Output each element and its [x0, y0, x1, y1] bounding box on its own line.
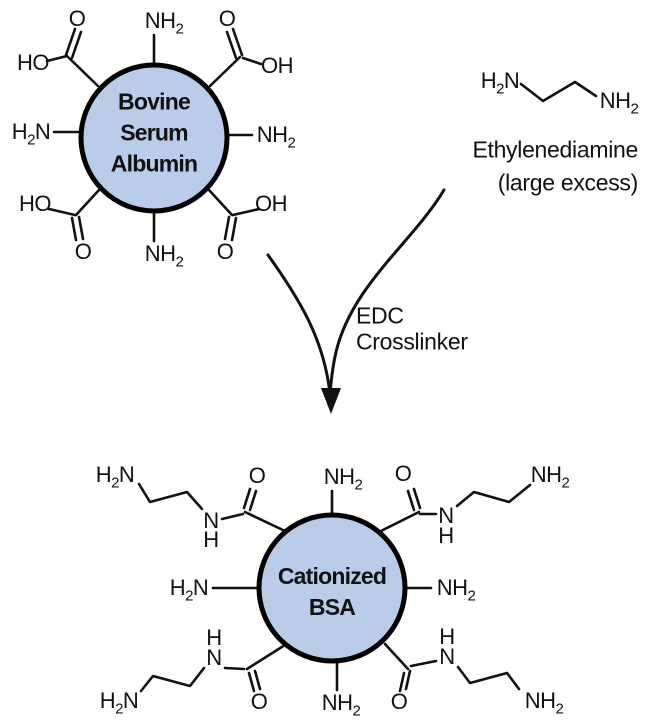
- bond-line: [241, 56, 263, 66]
- amide-hydrogen-label: H: [439, 624, 455, 649]
- amine-label: H2N: [99, 688, 139, 718]
- carbonyl-oxygen-label: O: [218, 6, 236, 31]
- amine-label: H2N: [169, 575, 209, 605]
- hydroxyl-label: HO: [17, 50, 50, 75]
- double-bond-line: [406, 489, 416, 512]
- double-bond-line: [70, 216, 78, 242]
- carbonyl-oxygen-label: O: [74, 239, 92, 264]
- zigzag-chain: [455, 483, 532, 508]
- double-bond-line: [242, 487, 252, 510]
- amine-label: NH2: [599, 88, 639, 118]
- amide-nitrogen-label: N: [203, 508, 219, 533]
- double-bond-line: [225, 30, 238, 60]
- reaction-arrow: [266, 188, 446, 414]
- double-bond-line: [230, 216, 238, 242]
- double-bond-line: [223, 215, 231, 241]
- carbonyl-oxygen-label: O: [250, 689, 268, 714]
- amine-label: NH2: [256, 122, 296, 152]
- double-bond-line: [70, 30, 83, 60]
- amide-hydrogen-label: H: [203, 527, 219, 552]
- amide-hydrogen-label: H: [206, 625, 222, 650]
- hydroxyl-label: OH: [261, 53, 294, 78]
- amide-nitrogen-label: N: [206, 645, 222, 670]
- cationized-bsa-protein-circle: [256, 512, 408, 664]
- zigzag-chain: [519, 80, 598, 103]
- amine-label: NH2: [144, 241, 184, 271]
- hydroxyl-label: HO: [19, 191, 52, 216]
- amine-label: NH2: [436, 575, 476, 605]
- bond-line: [66, 55, 100, 88]
- bond-line: [231, 207, 261, 217]
- reagent-name-label: Ethylenediamine: [472, 136, 638, 163]
- zigzag-chain: [137, 482, 204, 511]
- amide-nitrogen-label: N: [439, 644, 455, 669]
- double-bond-line: [247, 671, 256, 693]
- bond-line: [243, 510, 287, 533]
- bond-line: [74, 188, 101, 217]
- amide-hydrogen-label: H: [438, 523, 454, 548]
- crosslinker-label-line1: EDC: [356, 302, 404, 329]
- amine-label: H2N: [480, 68, 520, 98]
- bond-line: [208, 55, 242, 88]
- amine-label: H2N: [95, 462, 135, 492]
- bond-line: [47, 207, 77, 217]
- reactant-protein-name: Bovine Serum Albumin: [110, 88, 198, 177]
- double-bond-line: [412, 487, 422, 510]
- carbonyl-oxygen-label: O: [216, 239, 234, 264]
- carbonyl-oxygen-label: O: [248, 463, 266, 488]
- bsa-protein-circle: [78, 62, 230, 214]
- bond-line: [223, 666, 246, 671]
- double-bond-line: [231, 27, 244, 57]
- bond-line: [220, 512, 245, 521]
- amine-label: NH2: [321, 690, 361, 720]
- arrow-curve-right: [328, 188, 446, 398]
- carbonyl-oxygen-label: O: [394, 461, 412, 486]
- amine-label: NH2: [323, 464, 363, 494]
- bond-line: [383, 642, 410, 671]
- zigzag-chain: [456, 665, 521, 691]
- bsa-structure-bonds: [45, 27, 263, 243]
- arrow-curve-left: [266, 253, 332, 396]
- arrowhead-icon: [321, 388, 341, 414]
- carbonyl-oxygen-label: O: [390, 689, 408, 714]
- double-bond-line: [77, 215, 85, 241]
- double-bond-line: [64, 27, 77, 57]
- bond-line: [45, 54, 69, 63]
- amide-nitrogen-label: N: [438, 503, 454, 528]
- double-bond-line: [253, 669, 262, 691]
- double-bond-line: [248, 489, 258, 512]
- carbonyl-oxygen-label: O: [68, 6, 86, 31]
- reagent-note-label: (large excess): [497, 169, 639, 196]
- amine-label: H2N: [11, 119, 51, 149]
- ethylenediamine-bonds: [519, 80, 598, 103]
- amine-label: NH2: [530, 462, 570, 492]
- double-bond-line: [398, 671, 406, 693]
- zigzag-chain: [139, 666, 206, 693]
- bond-line: [207, 188, 234, 217]
- amine-label: NH2: [524, 688, 564, 718]
- bond-line: [409, 659, 438, 668]
- bond-line: [379, 510, 421, 533]
- hydroxyl-label: OH: [255, 191, 288, 216]
- bond-line: [245, 643, 287, 671]
- crosslinker-label-line2: Crosslinker: [356, 328, 468, 355]
- product-protein-name: Cationized BSA: [277, 563, 387, 620]
- cationized-bsa-bonds: [137, 482, 532, 693]
- amine-label: NH2: [144, 8, 184, 38]
- double-bond-line: [404, 669, 412, 691]
